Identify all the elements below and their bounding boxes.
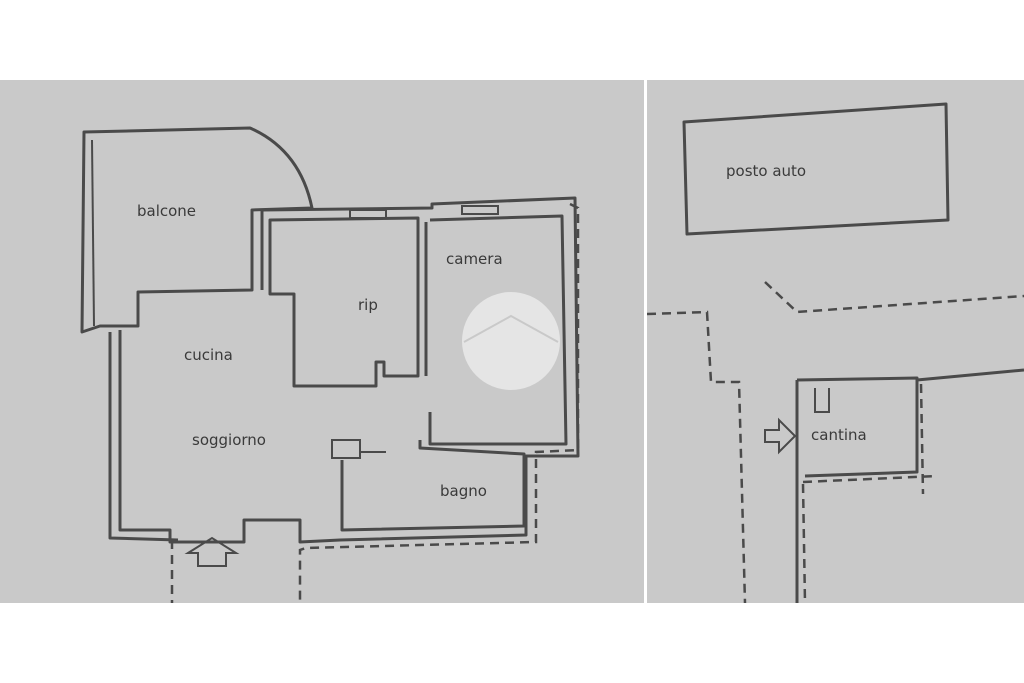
label-cellar: cantina: [811, 426, 867, 444]
bathroom-walls: [340, 440, 526, 532]
room-label-storage: rip: [358, 296, 378, 314]
cellar-walls: [796, 376, 919, 478]
bathroom-fixture: [331, 439, 386, 459]
cellar-entrance-arrow-icon: [764, 417, 797, 455]
cellar-right-wall: [916, 368, 1024, 382]
parking-access-boundary: [764, 281, 1024, 314]
label-parking: posto auto: [726, 162, 807, 180]
window-storage: [349, 209, 387, 219]
room-label-kitchen: cucina: [184, 346, 233, 364]
room-label-living: soggiorno: [192, 431, 266, 449]
room-label-balcony: balcone: [137, 202, 197, 220]
property-boundary: [298, 202, 580, 603]
cellar-lower-boundary: [801, 483, 807, 603]
apartment-plan-drawing: [80, 126, 580, 603]
annex-plan-drawing: [647, 102, 1024, 603]
watermark-logo-icon: [462, 292, 560, 390]
balcony-outline: [80, 126, 314, 334]
cellar-door-jamb: [814, 388, 830, 413]
room-label-bathroom: bagno: [440, 482, 487, 500]
cellar-side-boundary: [919, 383, 925, 495]
annex-plan-panel: posto auto cantina: [647, 80, 1024, 603]
entrance-arrow-icon: [184, 536, 240, 567]
parking-space-outline: [682, 102, 950, 236]
apartment-plan-panel: balcone rip camera cucina soggiorno bagn…: [0, 80, 644, 603]
corridor-boundary: [647, 310, 747, 603]
window-bedroom: [461, 205, 499, 215]
room-label-bedroom: camera: [446, 250, 503, 268]
storage-walls: [268, 216, 420, 388]
outer-wall: [118, 196, 580, 544]
inner-outer-wall: [108, 332, 179, 542]
bedroom-walls: [428, 214, 568, 446]
cellar-front-boundary: [802, 474, 938, 484]
balcony-railing: [91, 139, 95, 327]
